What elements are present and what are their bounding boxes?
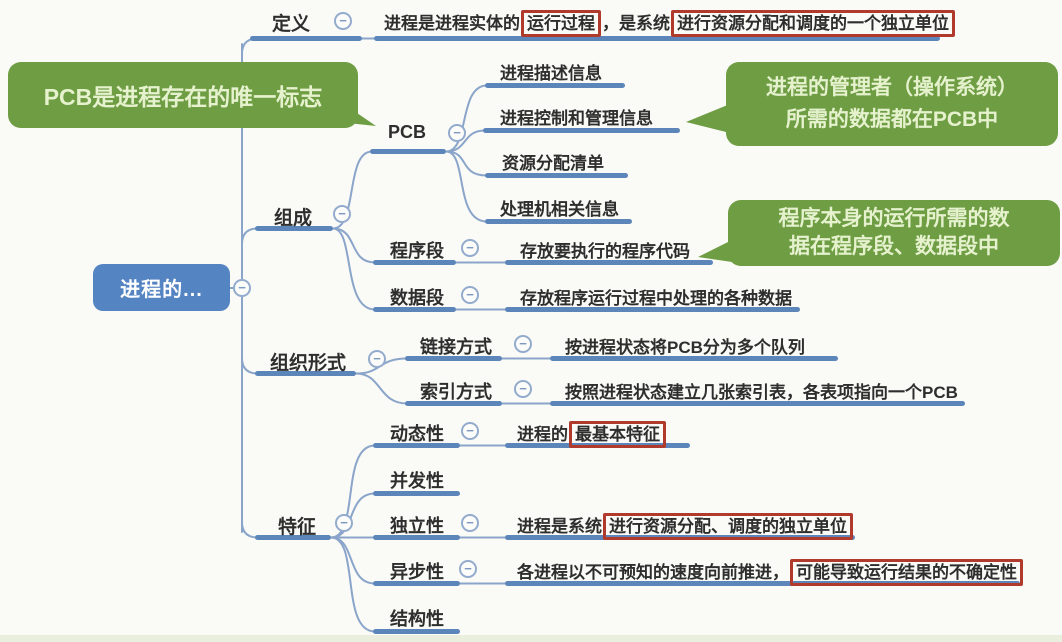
- topic-program-segment[interactable]: 程序段: [390, 241, 444, 261]
- topic-async-content[interactable]: 各进程以不可预知的速度向前推进，可能导致运行结果的不确定性: [517, 558, 1024, 586]
- branch-line: [250, 36, 362, 41]
- highlight-box: 进行资源分配、调度的独立单位: [603, 513, 853, 540]
- collapse-icon[interactable]: −: [461, 514, 479, 532]
- topic-dynamic[interactable]: 动态性: [390, 424, 444, 444]
- topic-concurrent[interactable]: 并发性: [390, 471, 444, 491]
- topic-link-mode[interactable]: 链接方式: [420, 337, 492, 357]
- highlight-box: 可能导致运行结果的不确定性: [790, 559, 1023, 586]
- highlight-box: 最基本特征: [569, 421, 666, 448]
- root-topic[interactable]: 进程的...: [93, 264, 230, 311]
- collapse-icon[interactable]: −: [459, 560, 477, 578]
- branch-line: [373, 307, 456, 312]
- branch-line: [373, 629, 460, 634]
- branch-line: [485, 219, 632, 224]
- definition-text: ，是系统: [602, 14, 670, 33]
- topic-pcb-item[interactable]: 资源分配清单: [502, 154, 604, 173]
- branch-line: [485, 173, 628, 178]
- highlight-box: 运行过程: [521, 10, 601, 37]
- branch-line: [373, 443, 460, 448]
- callout-pointer: [686, 104, 730, 133]
- branch-line: [505, 307, 800, 312]
- branch-line: [255, 226, 333, 231]
- topic-definition[interactable]: 定义: [272, 14, 311, 35]
- definition-text: 进程是进程实体的: [384, 14, 520, 33]
- feature-text: 进程的: [517, 425, 568, 444]
- collapse-icon[interactable]: −: [333, 205, 351, 223]
- topic-features[interactable]: 特征: [278, 517, 317, 538]
- branch-line: [255, 371, 356, 376]
- bottom-strip: [0, 635, 1062, 642]
- callout-text: 据在程序段、数据段中: [789, 235, 999, 258]
- branch-line: [505, 581, 1020, 586]
- topic-structural[interactable]: 结构性: [390, 609, 444, 629]
- callout-text: PCB是进程存在的唯一标志: [43, 84, 323, 110]
- collapse-icon[interactable]: −: [334, 12, 352, 30]
- feature-text: 进程是系统: [517, 517, 602, 536]
- branch-line: [373, 535, 460, 540]
- topic-async[interactable]: 异步性: [390, 562, 444, 582]
- collapse-icon[interactable]: −: [233, 279, 251, 297]
- topic-index-mode[interactable]: 索引方式: [420, 382, 492, 402]
- branch-line: [483, 128, 680, 133]
- topic-pcb-item[interactable]: 处理机相关信息: [500, 200, 619, 219]
- branch-line: [405, 401, 502, 406]
- branch-line: [505, 260, 713, 265]
- highlight-box: 进行资源分配和调度的一个独立单位: [671, 10, 955, 37]
- collapse-icon[interactable]: −: [514, 335, 532, 353]
- collapse-icon[interactable]: −: [448, 124, 466, 142]
- topic-independent[interactable]: 独立性: [390, 516, 444, 536]
- branch-line: [485, 83, 625, 88]
- callout-text: 进程的管理者（操作系统）: [766, 76, 1018, 99]
- topic-organization[interactable]: 组织形式: [270, 353, 347, 374]
- branch-line: [550, 356, 838, 361]
- branch-line: [550, 401, 965, 406]
- topic-link-mode-content[interactable]: 按进程状态将PCB分为多个队列: [565, 338, 805, 357]
- branch-line: [373, 260, 456, 265]
- branch-line: [505, 535, 855, 540]
- topic-data-segment[interactable]: 数据段: [390, 288, 444, 308]
- topic-program-segment-content[interactable]: 存放要执行的程序代码: [520, 242, 690, 261]
- topic-index-mode-content[interactable]: 按照进程状态建立几张索引表，各表项指向一个PCB: [565, 383, 958, 402]
- topic-data-segment-content[interactable]: 存放程序运行过程中处理的各种数据: [520, 289, 792, 308]
- callout-segment-data[interactable]: 程序本身的运行所需的数 据在程序段、数据段中: [728, 200, 1060, 266]
- collapse-icon[interactable]: −: [461, 286, 479, 304]
- collapse-icon[interactable]: −: [514, 380, 532, 398]
- branch-line: [505, 443, 690, 448]
- topic-pcb[interactable]: PCB: [388, 122, 427, 142]
- topic-dynamic-content[interactable]: 进程的最基本特征: [517, 420, 667, 448]
- callout-text: 程序本身的运行所需的数: [778, 207, 1010, 230]
- topic-composition[interactable]: 组成: [274, 208, 313, 229]
- branch-line: [373, 491, 460, 496]
- topic-independent-content[interactable]: 进程是系统进行资源分配、调度的独立单位: [517, 512, 854, 540]
- callout-pointer: [698, 240, 732, 262]
- branch-line: [374, 36, 940, 41]
- branch-line: [255, 535, 331, 540]
- branch-line: [405, 356, 502, 361]
- callout-text: 所需的数据都在PCB中: [785, 108, 999, 131]
- collapse-icon[interactable]: −: [368, 350, 386, 368]
- branch-line: [373, 581, 460, 586]
- branch-line: [370, 149, 446, 154]
- feature-text: 各进程以不可预知的速度向前推进，: [517, 563, 789, 582]
- callout-pcb-data[interactable]: 进程的管理者（操作系统） 所需的数据都在PCB中: [726, 62, 1058, 146]
- topic-pcb-item[interactable]: 进程控制和管理信息: [500, 109, 653, 128]
- collapse-icon[interactable]: −: [461, 239, 479, 257]
- topic-pcb-item[interactable]: 进程描述信息: [500, 64, 602, 83]
- callout-pcb-flag[interactable]: PCB是进程存在的唯一标志: [8, 62, 358, 128]
- topic-definition-content[interactable]: 进程是进程实体的运行过程，是系统进行资源分配和调度的一个独立单位: [384, 9, 956, 37]
- collapse-icon[interactable]: −: [461, 422, 479, 440]
- collapse-icon[interactable]: −: [335, 514, 353, 532]
